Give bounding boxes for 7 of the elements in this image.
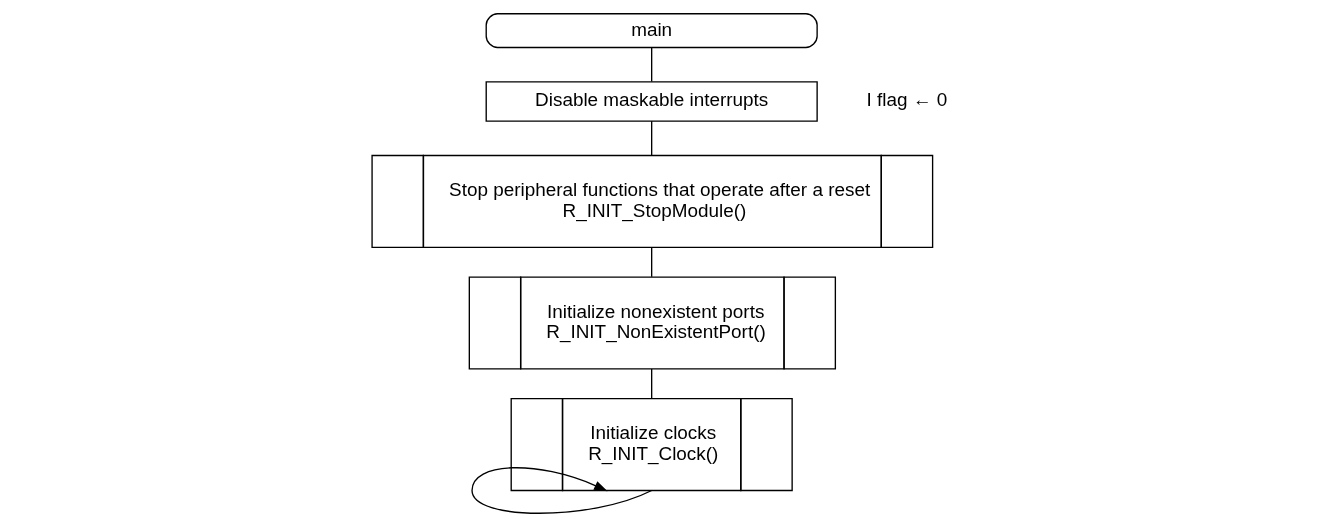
connector bbox=[650, 246, 652, 278]
node-label: I flag ← 0 bbox=[866, 89, 947, 111]
node-box: main bbox=[485, 13, 818, 49]
connector bbox=[650, 120, 652, 156]
connector bbox=[650, 368, 652, 400]
connector bbox=[650, 47, 652, 83]
node-box: Disable maskable interrupts bbox=[485, 81, 818, 122]
